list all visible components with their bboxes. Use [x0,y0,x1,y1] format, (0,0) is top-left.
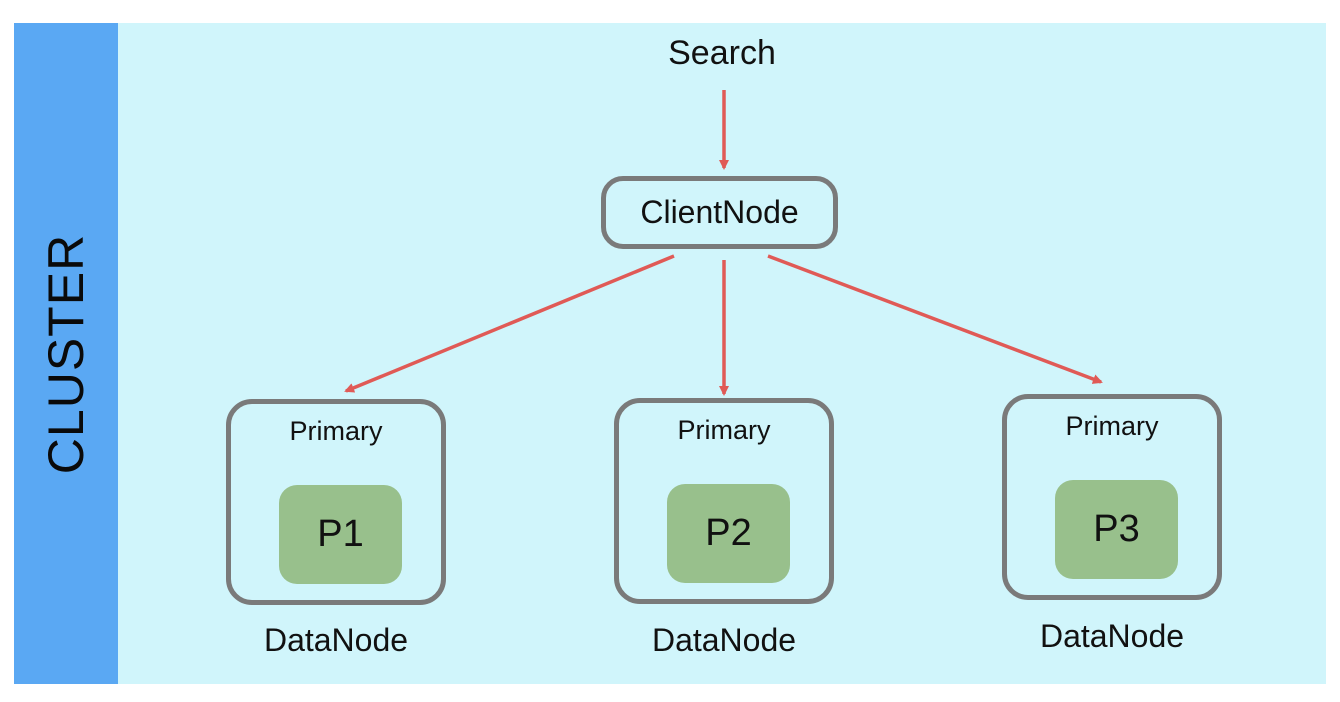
shard-p1: P1 [279,485,402,584]
primary-label: Primary [289,416,383,446]
client-node: ClientNode [601,176,838,249]
primary-label: Primary [677,415,771,445]
data-node-2-label: DataNode [651,622,797,658]
cluster-sidebar [14,23,118,684]
data-node-3-label: DataNode [1039,618,1185,654]
data-node-3: Primary P3 [1002,394,1222,600]
client-node-label: ClientNode [640,194,799,230]
shard-label: P3 [1093,508,1140,550]
shard-label: P1 [317,513,364,555]
shard-p2: P2 [667,484,790,583]
arrow-client-to-datanode-3 [767,254,1103,384]
shard-label: P2 [705,512,752,554]
shard-p3: P3 [1055,480,1178,579]
arrow-client-to-datanode-1 [344,254,675,393]
primary-label: Primary [1065,411,1159,441]
data-node-1: Primary P1 [226,399,446,605]
search-label: Search [668,34,776,72]
data-node-2: Primary P2 [614,398,834,604]
data-node-1-label: DataNode [263,622,409,658]
